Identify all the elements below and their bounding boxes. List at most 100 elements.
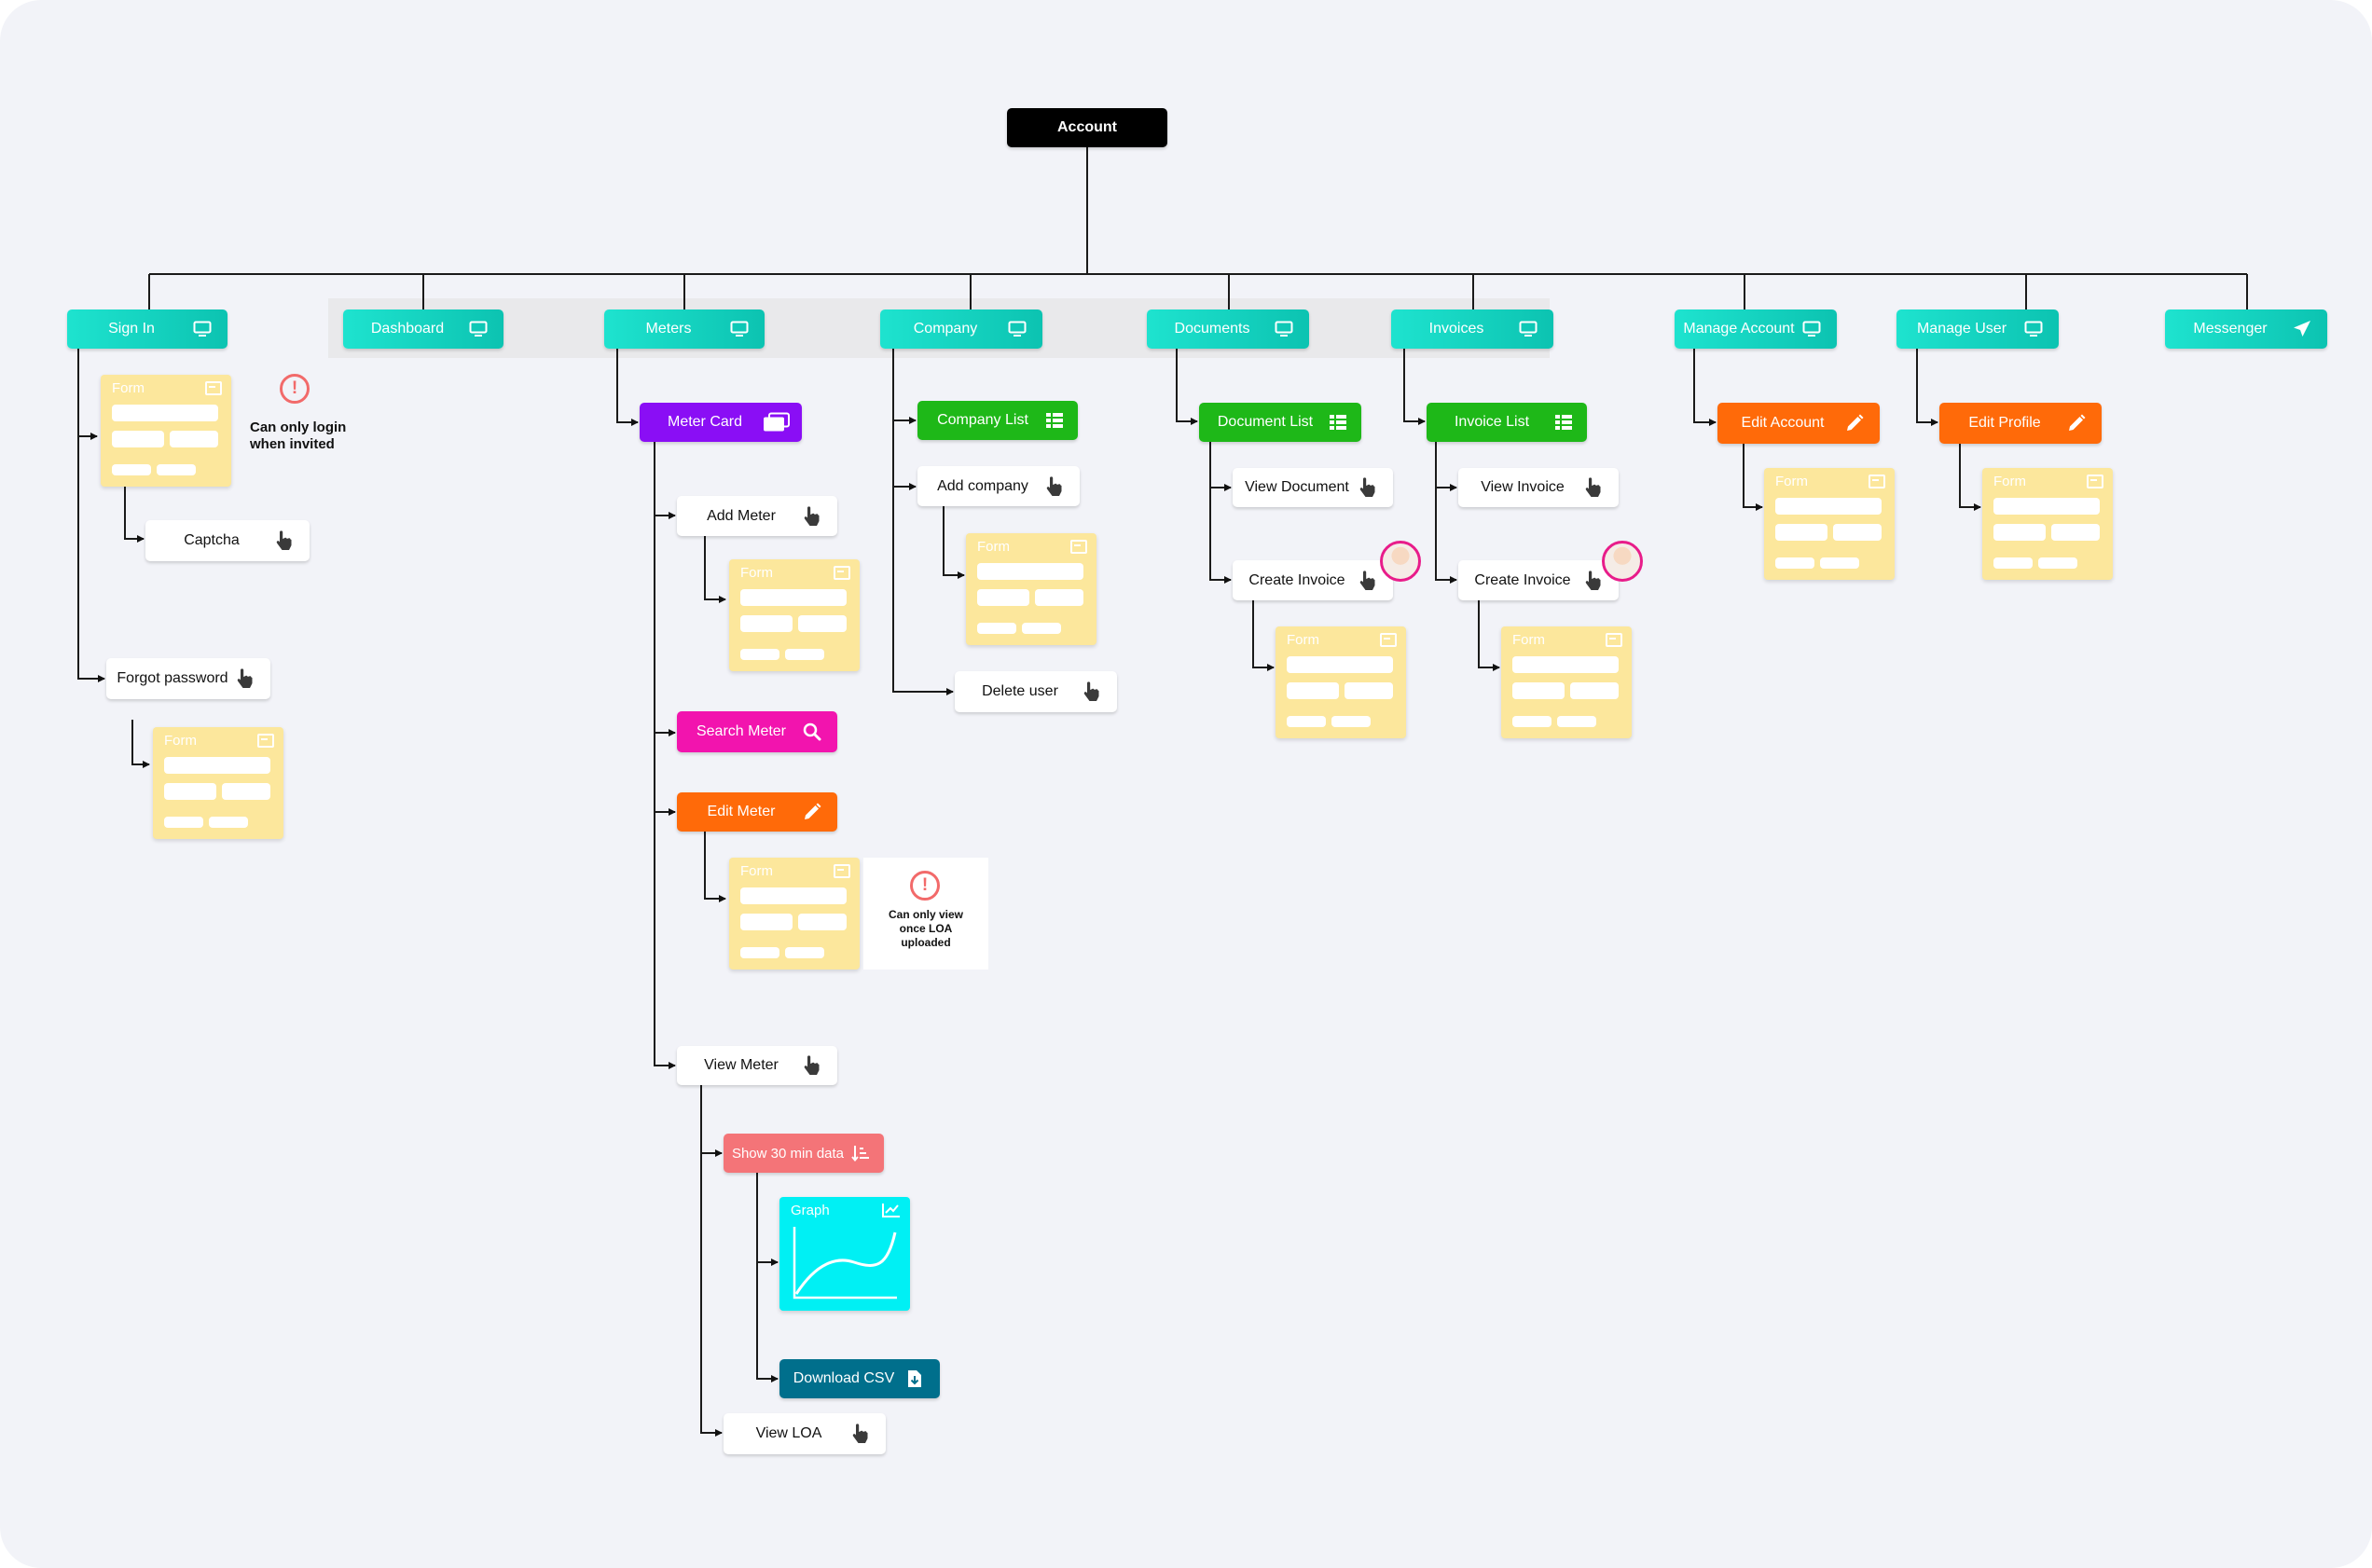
section-sign-in[interactable]: Sign In bbox=[67, 309, 228, 349]
section-invoices[interactable]: Invoices bbox=[1391, 309, 1553, 349]
form-title: Form bbox=[1512, 632, 1545, 648]
account-node[interactable]: Account bbox=[1007, 108, 1167, 147]
pointer-hand-icon bbox=[231, 668, 259, 689]
edit-profile-form: Form bbox=[1982, 468, 2113, 580]
warning-icon: ! bbox=[910, 871, 940, 901]
company-list-node[interactable]: Company List bbox=[917, 401, 1078, 440]
document-list-label: Document List bbox=[1217, 414, 1314, 430]
note-line: when invited bbox=[250, 436, 335, 452]
pencil-icon bbox=[1841, 414, 1869, 433]
pointer-hand-icon bbox=[1078, 681, 1106, 702]
sort-icon bbox=[847, 1144, 875, 1162]
pointer-hand-icon bbox=[1041, 475, 1069, 497]
note-line: Can only login bbox=[250, 420, 347, 435]
pointer-hand-icon bbox=[798, 505, 826, 527]
form-icon bbox=[834, 566, 850, 580]
account-label: Account bbox=[1057, 119, 1117, 135]
chart-icon bbox=[882, 1203, 901, 1222]
pointer-hand-icon bbox=[1579, 570, 1607, 591]
create-invoice-label: Create Invoice bbox=[1248, 571, 1345, 588]
sign-in-note: Can only login when invited bbox=[250, 420, 346, 453]
form-icon bbox=[2087, 475, 2103, 488]
section-dashboard[interactable]: Dashboard bbox=[343, 309, 503, 349]
invoice-form: Form bbox=[1501, 626, 1632, 738]
delete-user-node[interactable]: Delete user bbox=[955, 671, 1117, 712]
pencil-icon bbox=[2062, 414, 2090, 433]
view-invoice-node[interactable]: View Invoice bbox=[1458, 468, 1619, 507]
edit-account-node[interactable]: Edit Account bbox=[1717, 403, 1880, 444]
show-30min-node[interactable]: Show 30 min data bbox=[724, 1134, 884, 1173]
create-invoice-label: Create Invoice bbox=[1474, 571, 1571, 588]
edit-profile-label: Edit Profile bbox=[1968, 415, 2041, 431]
captcha-label: Captcha bbox=[184, 532, 240, 548]
view-loa-node[interactable]: View LOA bbox=[724, 1413, 886, 1454]
search-meter-label: Search Meter bbox=[696, 723, 787, 739]
add-meter-node[interactable]: Add Meter bbox=[677, 496, 837, 536]
add-company-label: Add company bbox=[937, 477, 1028, 494]
warning-icon: ! bbox=[280, 374, 310, 404]
delete-user-label: Delete user bbox=[982, 683, 1058, 699]
form-icon bbox=[1380, 633, 1397, 647]
view-meter-label: View Meter bbox=[704, 1057, 779, 1073]
send-icon bbox=[2288, 320, 2316, 338]
invoice-list-node[interactable]: Invoice List bbox=[1427, 403, 1587, 442]
show-30min-label: Show 30 min data bbox=[731, 1145, 845, 1162]
download-csv-node[interactable]: Download CSV bbox=[779, 1359, 940, 1398]
forgot-password-label: Forgot password bbox=[117, 670, 228, 686]
add-company-node[interactable]: Add company bbox=[917, 466, 1080, 506]
document-create-invoice-node[interactable]: Create Invoice bbox=[1233, 560, 1393, 600]
edit-account-label: Edit Account bbox=[1741, 415, 1825, 431]
card-icon bbox=[763, 412, 791, 433]
monitor-icon bbox=[1514, 321, 1542, 337]
section-label: Invoices bbox=[1428, 321, 1484, 337]
section-label: Manage Account bbox=[1683, 321, 1795, 337]
form-title: Form bbox=[740, 565, 773, 581]
captcha-node[interactable]: Captcha bbox=[145, 520, 310, 561]
form-icon bbox=[257, 734, 274, 748]
section-label: Dashboard bbox=[370, 321, 445, 337]
edit-meter-note-card: ! Can only view once LOA uploaded bbox=[863, 858, 988, 970]
form-title: Form bbox=[977, 539, 1010, 555]
search-meter-node[interactable]: Search Meter bbox=[677, 711, 837, 752]
note-line: once LOA bbox=[899, 922, 953, 935]
form-icon bbox=[1070, 540, 1087, 554]
invoice-create-invoice-node[interactable]: Create Invoice bbox=[1458, 560, 1619, 600]
form-title: Form bbox=[1775, 474, 1808, 489]
section-label: Sign In bbox=[108, 321, 155, 337]
graph-curve bbox=[793, 1227, 897, 1300]
form-title: Form bbox=[1993, 474, 2026, 489]
edit-profile-node[interactable]: Edit Profile bbox=[1939, 403, 2102, 444]
search-icon bbox=[798, 722, 826, 741]
document-list-node[interactable]: Document List bbox=[1199, 403, 1361, 442]
pointer-hand-icon bbox=[798, 1055, 826, 1076]
sign-in-form: Form bbox=[101, 375, 231, 487]
file-download-icon bbox=[901, 1369, 929, 1388]
meter-card-node[interactable]: Meter Card bbox=[640, 403, 802, 442]
view-invoice-label: View Invoice bbox=[1481, 479, 1565, 495]
edit-meter-node[interactable]: Edit Meter bbox=[677, 792, 837, 832]
forgot-password-node[interactable]: Forgot password bbox=[106, 658, 270, 699]
form-title: Form bbox=[1287, 632, 1319, 648]
download-csv-label: Download CSV bbox=[793, 1370, 895, 1386]
add-company-form: Form bbox=[966, 533, 1096, 645]
form-title: Form bbox=[164, 733, 197, 749]
avatar bbox=[1602, 541, 1643, 582]
avatar bbox=[1380, 541, 1421, 582]
graph-card: Graph bbox=[779, 1197, 910, 1311]
view-meter-node[interactable]: View Meter bbox=[677, 1046, 837, 1085]
section-company[interactable]: Company bbox=[880, 309, 1042, 349]
section-messenger[interactable]: Messenger bbox=[2165, 309, 2327, 349]
section-meters[interactable]: Meters bbox=[604, 309, 765, 349]
section-manage-user[interactable]: Manage User bbox=[1896, 309, 2059, 349]
section-manage-account[interactable]: Manage Account bbox=[1675, 309, 1837, 349]
monitor-icon bbox=[1798, 321, 1826, 337]
section-documents[interactable]: Documents bbox=[1147, 309, 1309, 349]
forgot-password-form: Form bbox=[153, 727, 283, 839]
form-title: Form bbox=[112, 380, 145, 396]
company-list-label: Company List bbox=[937, 412, 1028, 428]
table-icon bbox=[1550, 414, 1578, 431]
note-line: Can only view bbox=[888, 908, 964, 921]
view-document-node[interactable]: View Document bbox=[1233, 468, 1393, 507]
